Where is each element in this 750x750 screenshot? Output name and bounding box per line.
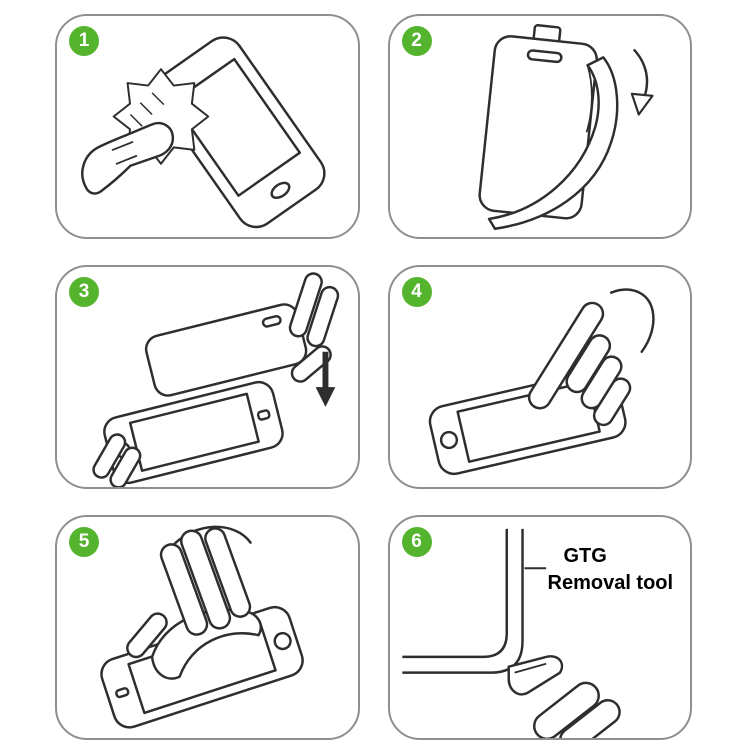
removal-tool-label: GTG Removal tool — [548, 543, 674, 597]
holding-fingers — [288, 271, 340, 383]
pressing-fingers — [126, 525, 252, 659]
step-2-panel: 2 — [387, 14, 692, 239]
peel-film-illustration — [477, 24, 654, 231]
step-3-badge: 3 — [69, 276, 99, 307]
step-2-badge: 2 — [401, 26, 432, 56]
down-arrow-icon — [315, 351, 336, 407]
step-3-panel: 3 — [55, 264, 360, 490]
step-1-badge: 1 — [69, 26, 99, 56]
instruction-grid: 1 — [55, 14, 692, 740]
step-6-panel: 6 GTG Removal tool — [387, 515, 692, 740]
removal-tool-label-line1: GTG — [563, 545, 607, 568]
smooth-surface-illustration — [100, 525, 304, 729]
removal-tool-illustration — [401, 529, 621, 738]
hand — [81, 121, 175, 195]
press-screen-illustration — [428, 287, 655, 475]
holding-fingers — [532, 681, 621, 738]
peel-direction-arrow-icon — [630, 48, 654, 116]
cloth-texture — [129, 92, 165, 127]
step-1-panel: 1 — [55, 14, 360, 239]
screen-protector — [144, 302, 308, 397]
removal-tool-icon — [506, 655, 563, 696]
step-5-panel: 5 — [55, 515, 360, 740]
supporting-hand — [92, 432, 142, 488]
step-4-badge: 4 — [401, 276, 432, 307]
removal-tool-label-line2: Removal tool — [547, 572, 674, 595]
protective-film-icon — [487, 56, 618, 231]
step-6-badge: 6 — [401, 527, 432, 558]
step-5-badge: 5 — [69, 527, 99, 558]
wipe-screen-illustration — [81, 36, 326, 229]
step-4-panel: 4 — [387, 264, 692, 490]
phone — [153, 36, 326, 229]
screen-protector — [477, 24, 598, 220]
pressing-hand — [527, 287, 655, 426]
align-protector-illustration — [92, 271, 340, 488]
